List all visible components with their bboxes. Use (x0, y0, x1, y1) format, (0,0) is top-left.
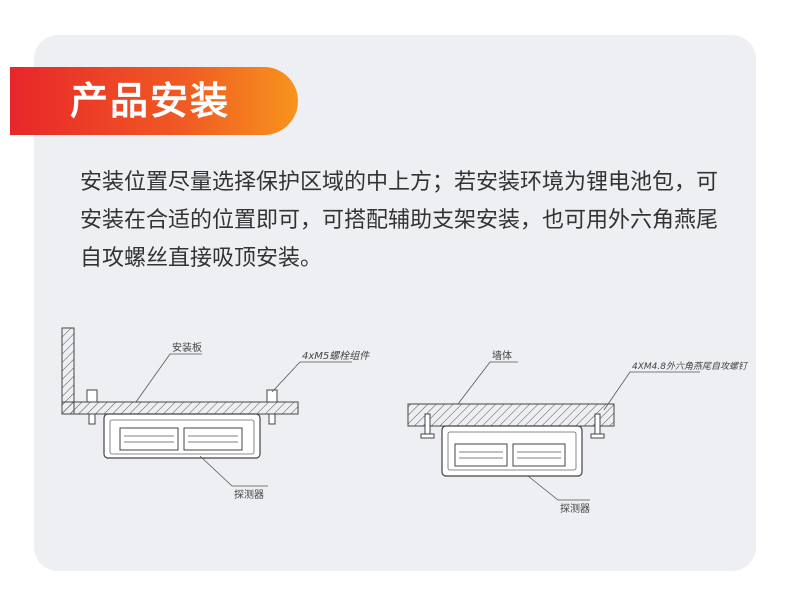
screw-right (594, 413, 601, 437)
mounting-plate (61, 401, 299, 415)
label-bolt-assembly: 4xM5螺栓组件 (302, 350, 370, 362)
connector-left (119, 427, 179, 451)
bracket-mount-diagram: 安装板 4xM5螺栓组件 探测器 (61, 327, 370, 501)
ceiling-mount-diagram: 墙体 4XM4.8外六角燕尾自攻螺钉 探测器 (407, 349, 749, 515)
wall-slab (407, 403, 615, 427)
label-mounting-plate: 安装板 (172, 341, 202, 354)
section-banner (10, 67, 298, 135)
bolt-shank-right (268, 413, 276, 425)
connector-left-right (454, 443, 508, 467)
section-title: 产品安装 (70, 79, 231, 123)
connector-right-right (512, 443, 566, 467)
screw-left (424, 413, 431, 437)
label-tapping-screw: 4XM4.8外六角燕尾自攻螺钉 (632, 361, 749, 372)
connector-right (183, 427, 243, 451)
label-detector-right: 探测器 (560, 502, 590, 515)
bolt-head-right (266, 389, 278, 403)
bracket-vertical (61, 327, 75, 415)
install-description: 安装位置尽量选择保护区域的中上方；若安装环境为锂电池包，可安装在合适的位置即可，… (80, 170, 719, 271)
bolt-shank-left (88, 413, 96, 425)
label-detector-left: 探测器 (234, 488, 264, 501)
bolt-head-left (86, 389, 98, 403)
label-wall: 墙体 (492, 349, 512, 362)
